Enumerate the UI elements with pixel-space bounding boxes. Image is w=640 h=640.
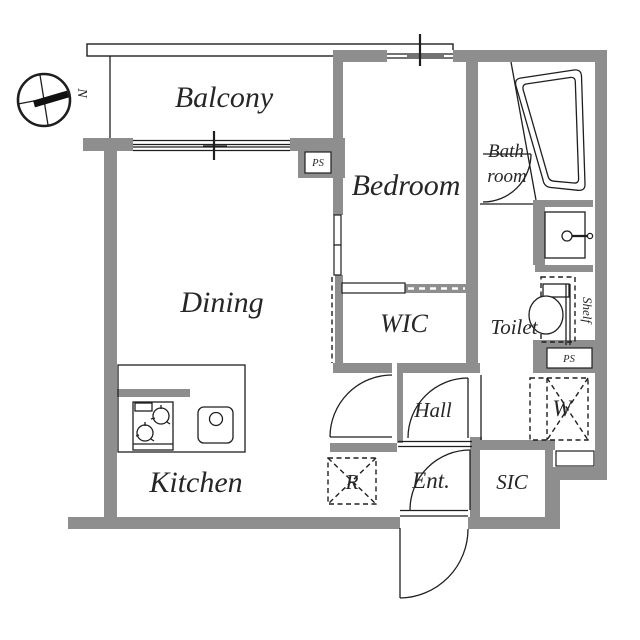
bathroom-label-line1: Bath <box>488 141 524 162</box>
refrigerator-box <box>327 457 377 505</box>
toilet-label: Toilet <box>490 315 538 339</box>
pipe-space-right-box <box>546 347 593 369</box>
wic-closet-doors <box>341 282 465 294</box>
ps-right-label: PS <box>562 354 575 365</box>
washer-box <box>529 377 589 441</box>
washbasin <box>544 211 594 259</box>
wall-segment <box>466 50 478 373</box>
compass-needle <box>33 90 69 108</box>
hall-label: Hall <box>413 398 452 422</box>
wall-segment <box>333 50 387 62</box>
compass-north-label: N <box>74 87 89 98</box>
wall-segment <box>453 50 607 62</box>
shelf-label: Shelf <box>580 297 595 325</box>
bathroom-label-line2: room <box>487 166 526 187</box>
bedroom-window <box>387 34 453 66</box>
bedroom-label: Bedroom <box>352 169 461 202</box>
washer-label: W <box>552 396 573 421</box>
wall-segment <box>333 363 392 373</box>
sic-door <box>409 449 471 511</box>
thresholds <box>398 203 533 517</box>
wall-segment <box>535 265 593 272</box>
wall-segment <box>104 389 190 397</box>
wall-segment <box>333 50 343 215</box>
wall-segment <box>553 467 607 480</box>
wic-label: WIC <box>380 309 428 338</box>
kitchen-counter <box>117 364 246 453</box>
sic-label: SIC <box>496 470 528 494</box>
entrance-label: Ent. <box>411 468 450 493</box>
meter-niche <box>555 450 595 467</box>
wall-segment <box>68 517 400 529</box>
wall-segment <box>470 440 555 450</box>
wall-segment <box>595 50 607 480</box>
wall-segment <box>83 138 133 151</box>
wall-segment <box>545 448 553 517</box>
entrance-door <box>399 528 469 599</box>
balcony-window <box>133 131 290 160</box>
toilet-fixture <box>528 276 576 345</box>
wall-segment <box>397 373 403 443</box>
hall-corridor-door <box>407 377 469 439</box>
wall-segment <box>335 275 343 373</box>
wall-segment <box>468 517 560 529</box>
balcony-label: Balcony <box>175 81 274 114</box>
wall-segment <box>533 207 545 265</box>
compass: N <box>16 72 89 128</box>
wall-segment <box>104 138 117 529</box>
dining-label: Dining <box>179 286 263 319</box>
stove <box>132 401 174 451</box>
sliding-partition <box>333 214 342 276</box>
dining-hall-door <box>329 374 393 438</box>
kitchen-sink <box>197 406 234 444</box>
wall-segment <box>397 363 480 373</box>
pipe-space-top-box <box>304 151 332 174</box>
ps-top-label: PS <box>311 158 324 169</box>
room-labels: Balcony Bedroom Bath room Dining WIC Toi… <box>148 81 595 499</box>
refrigerator-label: R <box>345 470 359 494</box>
wall-segment <box>330 443 397 452</box>
bathroom-door <box>482 153 532 203</box>
kitchen-label: Kitchen <box>148 466 242 499</box>
wall-segment <box>470 450 480 517</box>
wall-segment <box>533 200 593 207</box>
bathtub <box>510 61 586 201</box>
